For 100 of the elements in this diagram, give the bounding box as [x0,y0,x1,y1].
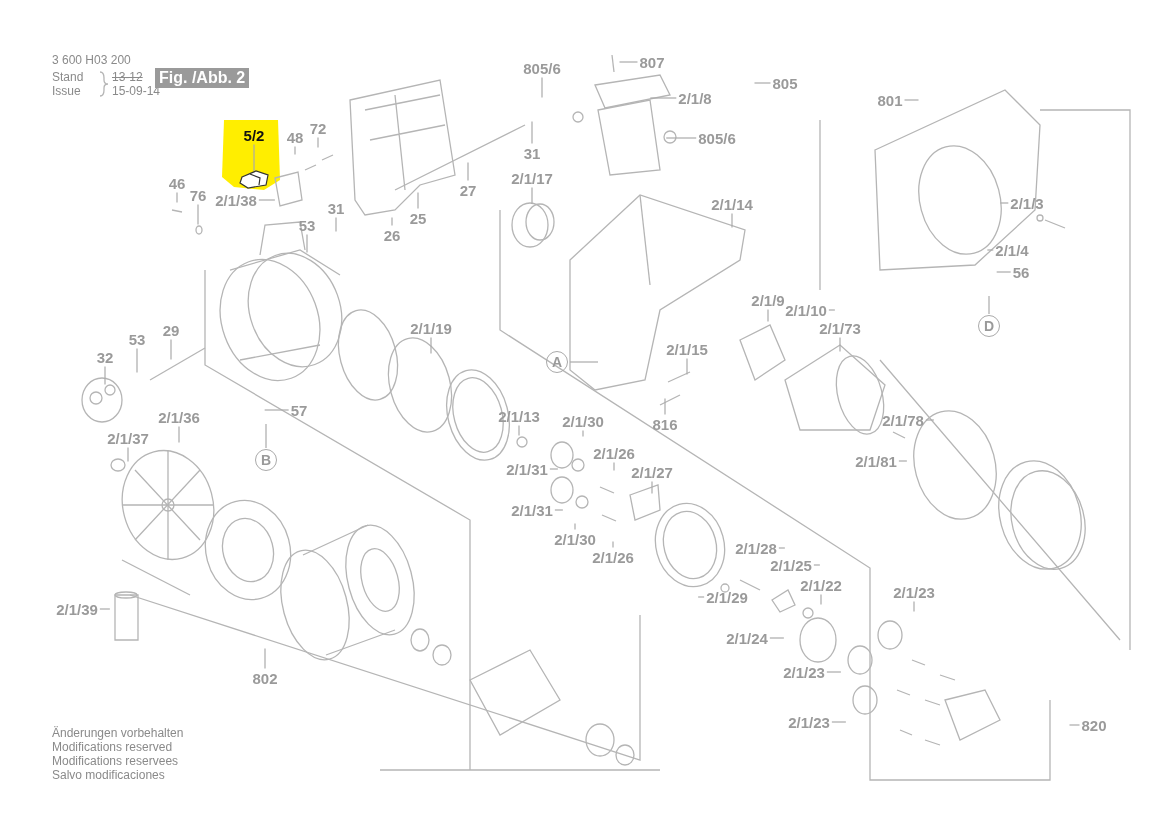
leader-line [531,186,533,205]
leader-line [986,249,994,251]
leader-line [127,446,129,463]
leader-line [569,361,599,363]
leader-line [541,76,543,99]
callout-number: 802 [252,669,278,687]
callout-number: 801 [877,91,903,109]
callout-number: 2/1/23 [893,583,935,601]
callout-number: 2/1/38 [215,191,257,209]
note-text: Änderungen vorbehalten [52,726,184,740]
leader-line [265,423,267,449]
leader-line [197,203,199,226]
callout-number: 2/1/31 [511,501,553,519]
leader-line [294,145,296,156]
callout-number: 807 [639,53,665,71]
leader-line [264,647,266,670]
callout-number: 2/1/13 [498,407,540,425]
leader-line [104,365,106,386]
struck-date: 13-12 [112,70,143,84]
callout-number: 2/1/29 [706,588,748,606]
leader-line [391,216,393,227]
callout-number: 2/1/17 [511,169,553,187]
leader-line [813,564,821,566]
callout-number: 2/1/9 [751,291,785,309]
leader-line [753,82,772,84]
leader-line [417,191,419,210]
callout-number: 2/1/3 [1010,194,1044,212]
leader-line [999,202,1009,204]
figure-label: Fig. /Abb. 2 [155,68,250,88]
leader-line [898,460,908,462]
callout-number: 2/1/10 [785,301,827,319]
leader-line [317,136,319,149]
callout-number: 2/1/23 [788,713,830,731]
leader-line [613,461,615,472]
callout-number: 25 [409,209,427,227]
leader-line [828,309,836,311]
leader-line [264,409,290,411]
leader-line [925,419,935,421]
leader-line [170,338,172,361]
callout-number: 2/1/27 [631,463,673,481]
leader-line [651,480,653,495]
leader-line [664,397,666,416]
callout-number: 805/6 [698,129,736,147]
callout-number: 27 [459,181,477,199]
leader-line [697,596,705,598]
header-text: Stand [52,70,84,84]
callout-number: 2/1/22 [800,576,842,594]
callout-number: 2/1/4 [995,241,1029,259]
leader-line [903,99,920,101]
leader-line [731,212,733,229]
leader-line [531,120,533,145]
leader-line [549,468,559,470]
callout-number: 2/1/25 [770,556,812,574]
header-text: Issue [52,84,81,98]
leader-line [820,593,822,606]
leader-line [136,347,138,374]
leader-line [258,199,276,201]
callout-number: 820 [1081,716,1107,734]
callout-number: 76 [189,186,207,204]
callout-number: 2/1/26 [593,444,635,462]
callout-number: 48 [286,128,304,146]
callout-number: 2/1/15 [666,340,708,358]
leader-line [430,336,432,355]
leader-line [176,191,178,204]
leader-line [574,522,576,531]
callout-number: 32 [96,348,114,366]
leader-line [913,600,915,613]
callout-number: 53 [298,216,316,234]
callout-number: 2/1/37 [107,429,149,447]
leader-line [253,143,255,172]
callout-number: 2/1/39 [56,600,98,618]
callout-number: 2/1/30 [554,530,596,548]
callout-number: 816 [652,415,678,433]
leader-line [778,547,786,549]
note-text: Salvo modificaciones [52,768,165,782]
leader-line [178,425,180,444]
note-text: Modifications reservees [52,754,179,768]
callout-number: 2/1/81 [855,452,897,470]
note-text: Modifications reserved [52,740,173,754]
part-icon [239,170,269,189]
callout-number: 2/1/31 [506,460,548,478]
callout-number: 53 [128,330,146,348]
callout-number: 2/1/78 [882,411,924,429]
leader-line [988,295,990,315]
callout-number: 2/1/8 [678,89,712,107]
leader-line [686,357,688,376]
leader-line [618,61,639,63]
callout-number: 72 [309,119,327,137]
leader-line [99,608,111,610]
leader-line [996,271,1012,273]
callout-number: 31 [523,144,541,162]
callout-number: 56 [1012,263,1030,281]
leader-line [839,336,841,353]
callout-number: 2/1/28 [735,539,777,557]
leader-line [612,540,614,549]
callout-number: 26 [383,226,401,244]
leader-line [665,137,697,139]
callout-number: 2/1/24 [726,629,768,647]
leader-line [826,671,842,673]
leader-line [831,721,847,723]
